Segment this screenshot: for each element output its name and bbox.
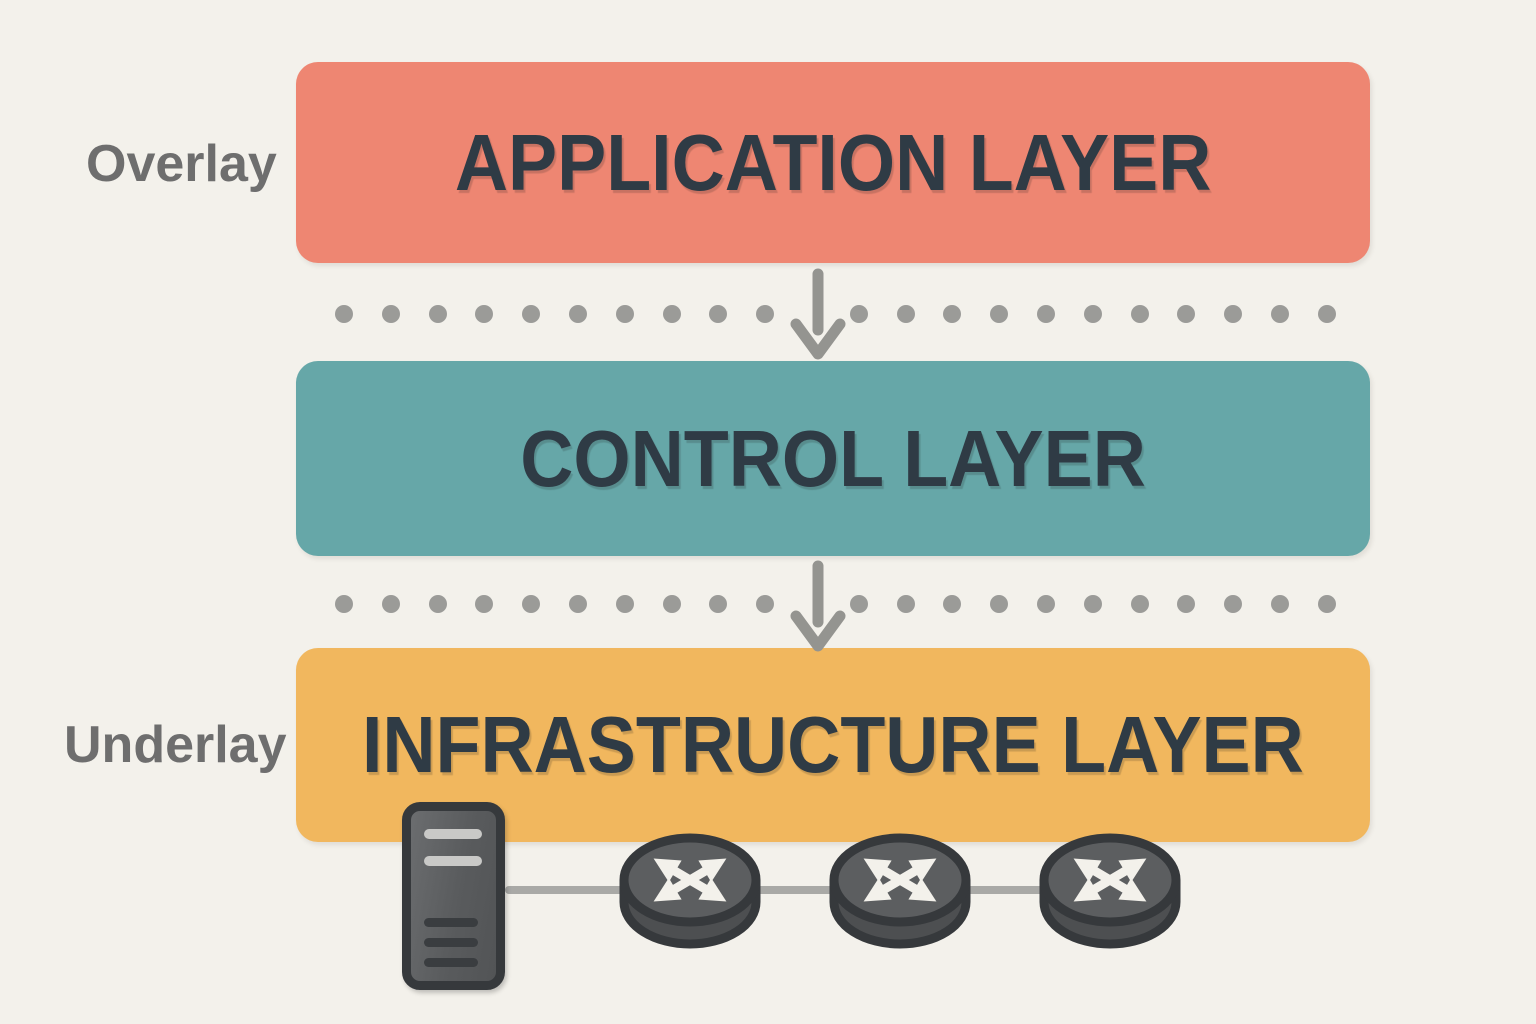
- server-drive-slot: [424, 829, 482, 839]
- dot: [1317, 595, 1336, 613]
- dot: [709, 305, 728, 323]
- dot: [568, 595, 587, 613]
- server-vent-slot: [424, 938, 478, 947]
- control-layer-label: CONTROL LAYER: [520, 413, 1146, 503]
- server-vent-slot: [424, 918, 478, 927]
- network-link-line: [505, 886, 1110, 894]
- application-layer-label: APPLICATION LAYER: [454, 117, 1212, 207]
- dot: [475, 305, 494, 323]
- dot: [1036, 595, 1055, 613]
- dot: [1083, 595, 1102, 613]
- dot: [709, 595, 728, 613]
- infrastructure-layer-label: INFRASTRUCTURE LAYER: [362, 700, 1304, 789]
- dot: [943, 305, 962, 323]
- dot: [662, 305, 681, 323]
- dot: [1036, 305, 1055, 323]
- dot: [990, 305, 1009, 323]
- dot: [1270, 305, 1289, 323]
- dot: [381, 305, 400, 323]
- dot: [1177, 305, 1196, 323]
- server-vent-slot: [424, 958, 478, 967]
- dot: [428, 595, 447, 613]
- dot: [335, 305, 353, 323]
- dot: [335, 595, 353, 613]
- dot: [896, 305, 915, 323]
- dot: [990, 595, 1009, 613]
- dot: [849, 305, 868, 323]
- overlay-label: Overlay: [86, 135, 277, 193]
- application-layer-box: APPLICATION LAYER: [296, 62, 1370, 263]
- dot: [943, 595, 962, 613]
- router-icon: [619, 833, 761, 949]
- dot: [1177, 595, 1196, 613]
- server-tower-icon: [402, 802, 505, 990]
- dot: [1317, 305, 1336, 323]
- down-arrow-icon: [790, 268, 846, 360]
- dot: [1083, 305, 1102, 323]
- dot: [428, 305, 447, 323]
- dot: [381, 595, 400, 613]
- control-layer-box: CONTROL LAYER: [296, 361, 1370, 556]
- dot: [475, 595, 494, 613]
- down-arrow-icon: [790, 560, 846, 652]
- dot: [1224, 595, 1243, 613]
- dot: [615, 595, 634, 613]
- dotted-divider-bottom: [335, 595, 1336, 613]
- dotted-divider-top: [335, 305, 1336, 323]
- underlay-label: Underlay: [64, 716, 287, 774]
- dot: [1130, 305, 1149, 323]
- dot: [522, 595, 541, 613]
- router-icon: [829, 833, 971, 949]
- server-drive-slot: [424, 856, 482, 866]
- dot: [568, 305, 587, 323]
- dot: [756, 305, 775, 323]
- dot: [1130, 595, 1149, 613]
- dot: [662, 595, 681, 613]
- dot: [1224, 305, 1243, 323]
- dot: [849, 595, 868, 613]
- router-icon: [1039, 833, 1181, 949]
- dot: [756, 595, 775, 613]
- dot: [1270, 595, 1289, 613]
- dot: [522, 305, 541, 323]
- dot: [615, 305, 634, 323]
- dot: [896, 595, 915, 613]
